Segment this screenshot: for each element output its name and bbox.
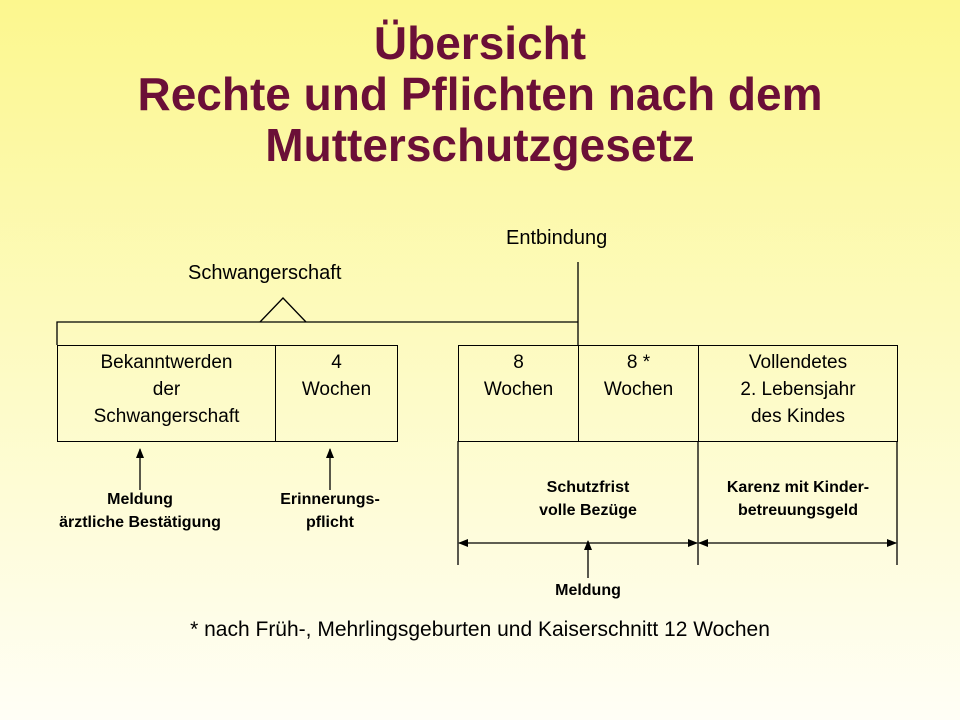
title-line-1: Übersicht <box>373 17 587 69</box>
label-entbindung: Entbindung <box>506 227 608 249</box>
footnote: * nach Früh-, Mehrlingsgeburten und Kais… <box>190 618 770 641</box>
title: Übersicht Rechte und Pflichten nach dem … <box>0 18 960 171</box>
bracket-peak <box>259 297 307 323</box>
title-line-2: Rechte und Pflichten nach dem <box>137 68 823 120</box>
label-karenz: Karenz mit Kinder- betreuungsgeld <box>726 479 870 519</box>
box-acht-stern-wochen: 8 * Wochen <box>578 345 699 442</box>
label-meldung-bestaetigung: Meldung ärztliche Bestätigung <box>59 491 221 531</box>
box-vier-wochen: 4 Wochen <box>275 345 398 442</box>
label-schwangerschaft: Schwangerschaft <box>188 262 342 284</box>
label-meldung: Meldung <box>555 582 621 599</box>
box-bekanntwerden: Bekanntwerden der Schwangerschaft <box>57 345 276 442</box>
title-line-3: Mutterschutzgesetz <box>265 119 695 171</box>
label-erinnerungspflicht: Erinnerungs- pflicht <box>280 491 380 531</box>
box-acht-wochen: 8 Wochen <box>458 345 579 442</box>
label-schutzfrist: Schutzfrist volle Bezüge <box>539 479 637 519</box>
schwangerschaft-bracket <box>56 321 578 345</box>
box-vollendetes-lebensjahr: Vollendetes 2. Lebensjahr des Kindes <box>698 345 898 442</box>
